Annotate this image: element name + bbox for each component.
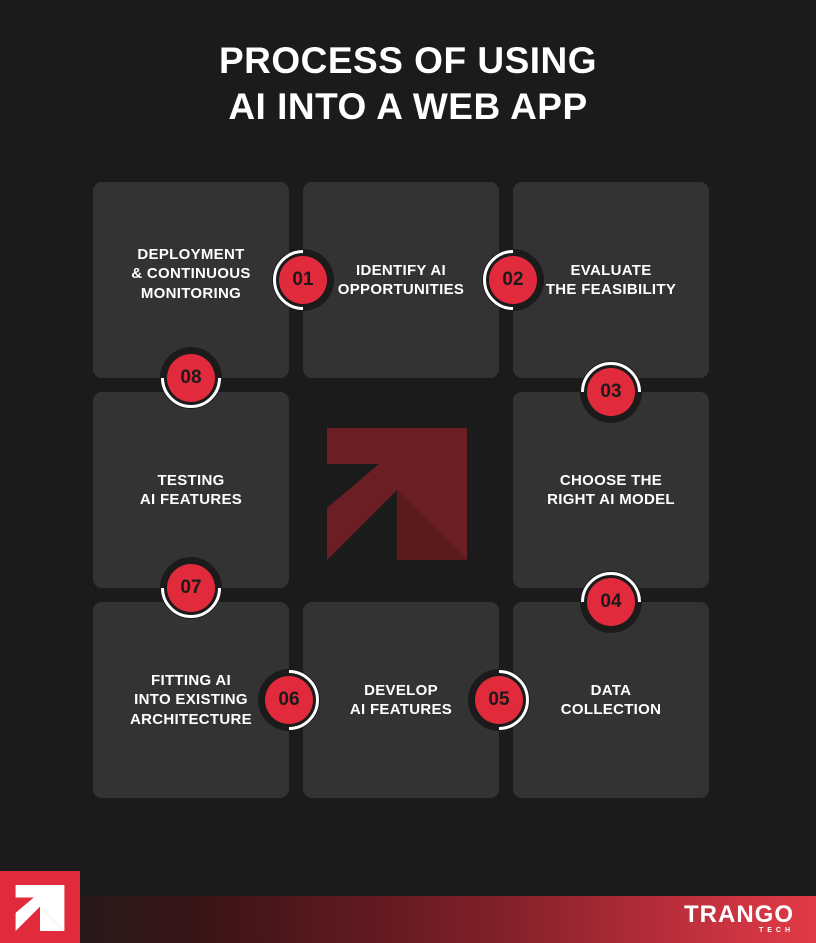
step-number: 07 xyxy=(167,564,215,612)
step-badge-02: 02 xyxy=(482,249,544,311)
card-label: FITTING AI INTO EXISTING ARCHITECTURE xyxy=(130,671,252,728)
title-line-1: PROCESS OF USING xyxy=(218,40,598,81)
step-number: 02 xyxy=(489,256,537,304)
brand-logo: TRANGO TECH xyxy=(684,902,794,935)
trango-arrow-logo-icon xyxy=(15,885,65,931)
card-data-collection: DATA COLLECTION xyxy=(513,602,709,798)
trango-arrow-logo-icon xyxy=(327,428,467,560)
card-identify-ai-opportunities: IDENTIFY AI OPPORTUNITIES xyxy=(303,182,499,378)
card-label: TESTING AI FEATURES xyxy=(139,471,243,509)
card-label: DEVELOP AI FEATURES xyxy=(349,681,453,719)
step-badge-03: 03 xyxy=(580,361,642,423)
card-deployment-monitoring: DEPLOYMENT & CONTINUOUS MONITORING xyxy=(93,182,289,378)
card-develop-ai-features: DEVELOP AI FEATURES xyxy=(303,602,499,798)
card-label: CHOOSE THE RIGHT AI MODEL xyxy=(547,471,675,509)
step-number: 03 xyxy=(587,368,635,416)
step-badge-08: 08 xyxy=(160,347,222,409)
step-number: 05 xyxy=(475,676,523,724)
card-evaluate-feasibility: EVALUATE THE FEASIBILITY xyxy=(513,182,709,378)
card-testing-ai-features: TESTING AI FEATURES xyxy=(93,392,289,588)
card-fitting-ai-architecture: FITTING AI INTO EXISTING ARCHITECTURE xyxy=(93,602,289,798)
step-number: 08 xyxy=(167,354,215,402)
step-badge-04: 04 xyxy=(580,571,642,633)
card-label: DATA COLLECTION xyxy=(560,681,662,719)
step-badge-05: 05 xyxy=(468,669,530,731)
card-label: IDENTIFY AI OPPORTUNITIES xyxy=(337,261,465,299)
step-number: 01 xyxy=(279,256,327,304)
footer-logo-box xyxy=(0,871,80,943)
title-line-2: AI INTO A WEB APP xyxy=(228,86,588,127)
card-label: DEPLOYMENT & CONTINUOUS MONITORING xyxy=(131,245,251,302)
card-choose-ai-model: CHOOSE THE RIGHT AI MODEL xyxy=(513,392,709,588)
brand-name: TRANGO xyxy=(684,901,794,928)
step-badge-06: 06 xyxy=(258,669,320,731)
step-badge-07: 07 xyxy=(160,557,222,619)
step-number: 04 xyxy=(587,578,635,626)
card-label: EVALUATE THE FEASIBILITY xyxy=(545,261,677,299)
step-badge-01: 01 xyxy=(272,249,334,311)
page-title: PROCESS OF USING AI INTO A WEB APP xyxy=(0,38,816,130)
footer-gradient-bar xyxy=(0,896,816,943)
brand-sub: TECH xyxy=(758,927,794,934)
step-number: 06 xyxy=(265,676,313,724)
